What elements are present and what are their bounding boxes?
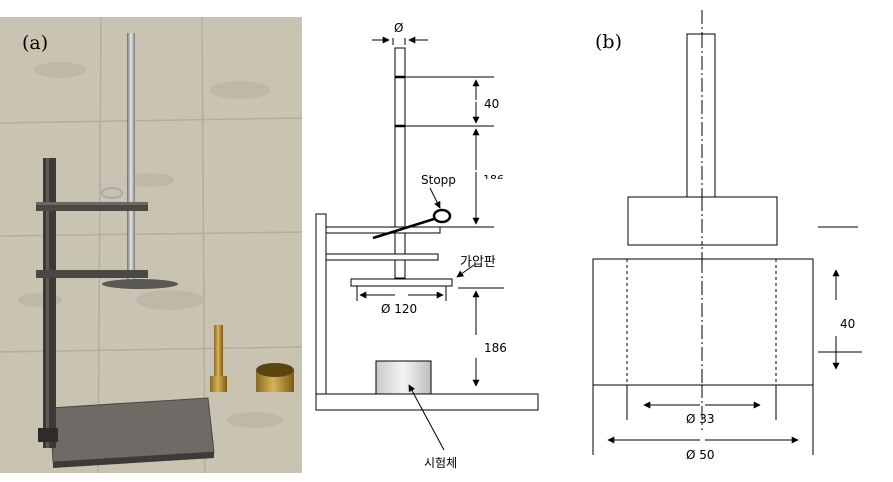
plate-pointer xyxy=(456,264,475,278)
apparatus-photo xyxy=(0,16,303,474)
dim-40-label: 40 xyxy=(484,97,499,111)
specimen-label: 시험체 xyxy=(424,456,457,470)
upper-arm xyxy=(325,226,441,234)
rammer-rod xyxy=(686,33,716,200)
mold-body xyxy=(592,258,814,386)
mold-drawing xyxy=(592,10,862,455)
loading-plate xyxy=(350,278,453,287)
specimen-pointer xyxy=(408,384,445,451)
dim-186-label: 186 xyxy=(484,341,507,355)
frame-column xyxy=(315,213,327,397)
stopper-pointer xyxy=(429,187,441,209)
inner-diameter-label: Ø 33 xyxy=(686,412,715,426)
frame-base xyxy=(315,393,539,411)
apparatus-schematic xyxy=(315,36,539,451)
mold-labels: 40 Ø 33 Ø 50 xyxy=(686,317,855,462)
specimen xyxy=(375,360,432,395)
plate-diameter-label: Ø 120 xyxy=(381,302,417,316)
plate-label: 가압판 xyxy=(460,255,496,270)
stopper-lever xyxy=(372,217,435,240)
stopper-label: Stopp xyxy=(421,173,456,187)
rod-diameter-label: Ø xyxy=(394,21,403,35)
schematic-labels: Ø 40 186 Stopp 가압판 Ø 120 186 시험체 xyxy=(381,21,507,470)
guide-rod xyxy=(394,47,406,279)
lower-arm xyxy=(325,253,439,261)
dim-186-top-label: 186 xyxy=(483,173,504,186)
mold-height-label: 40 xyxy=(840,317,855,331)
outer-diameter-label: Ø 50 xyxy=(686,448,715,462)
panel-a-label: (a) xyxy=(22,32,48,54)
panel-b-label: (b) xyxy=(595,31,622,53)
stopper-ring xyxy=(432,208,452,224)
